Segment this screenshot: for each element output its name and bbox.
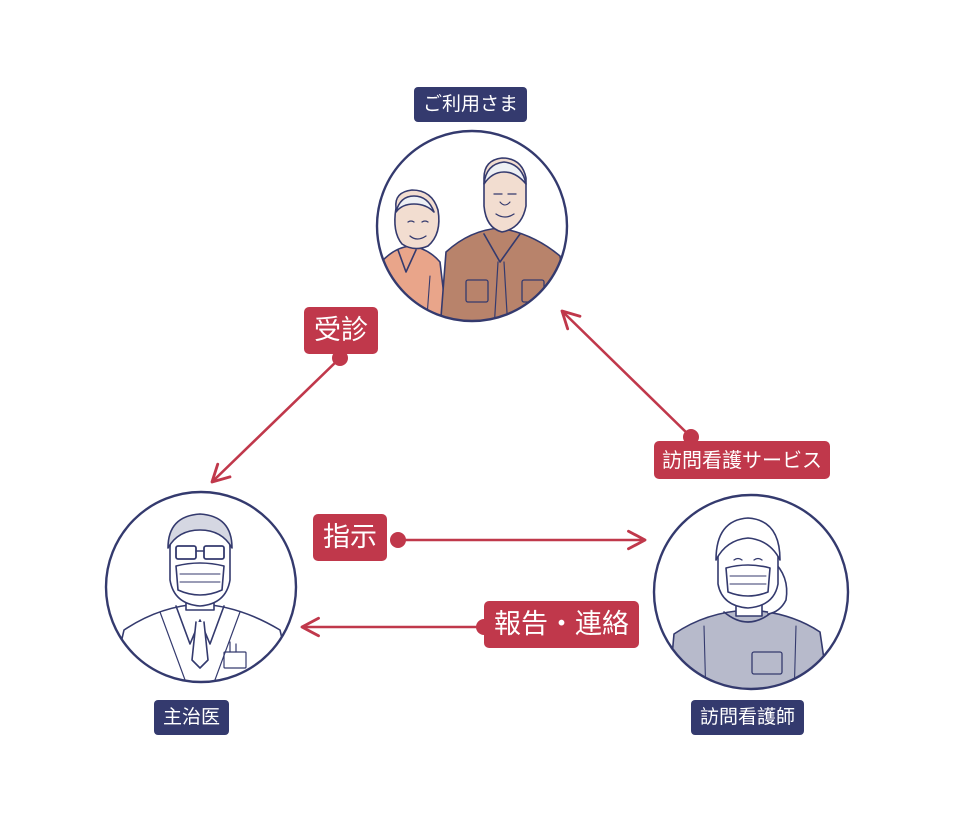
arrow-service [560, 309, 692, 438]
arrow-instruct-dot [390, 532, 406, 548]
nurse-portrait [652, 493, 850, 691]
node-label-nurse: 訪問看護師 [691, 700, 805, 735]
edge-label-consult: 受診 [304, 307, 378, 354]
edge-label-instruct: 指示 [313, 514, 387, 561]
node-label-doctor: 主治医 [154, 700, 230, 735]
arrow-consult-dot [332, 350, 348, 366]
edge-label-report: 報告・連絡 [484, 601, 639, 648]
patient-portrait [375, 129, 569, 323]
node-label-patient: ご利用さま [414, 87, 528, 122]
arrow-consult [210, 357, 341, 484]
doctor-portrait [104, 490, 298, 684]
edge-label-service: 訪問看護サービス [654, 441, 830, 479]
